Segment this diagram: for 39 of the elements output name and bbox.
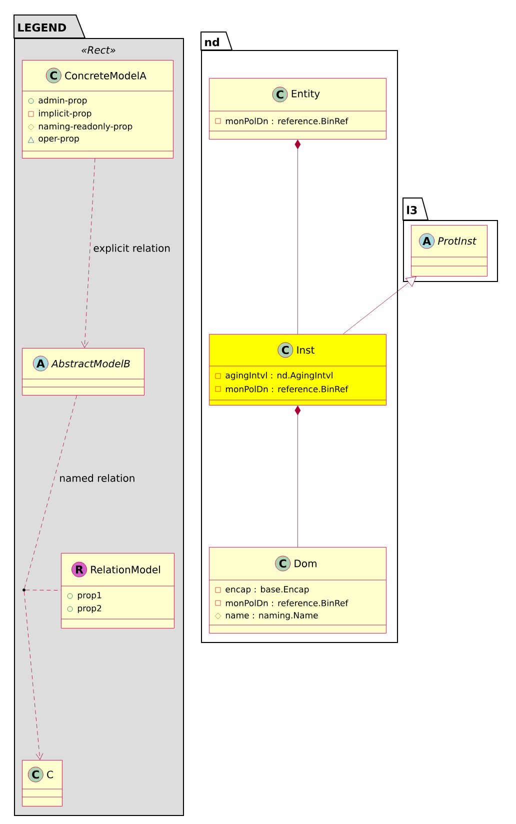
class-name: RelationModel [91, 566, 160, 574]
composition-line [294, 406, 301, 548]
attribute-text: monPolDn : reference.BinRef [226, 386, 348, 392]
attribute-text: implicit-prop [39, 110, 92, 118]
node-label: LEGEND [18, 23, 66, 32]
class-box [208, 334, 386, 406]
node-label: l3 [407, 206, 417, 214]
class-box [60, 553, 174, 628]
class-box [410, 225, 488, 276]
class-name: AbstractModelB [51, 360, 130, 368]
attribute-text: prop2 [78, 604, 102, 614]
class-name: C [47, 770, 53, 778]
attribute-text: admin-prop [38, 96, 87, 106]
arrow [81, 158, 96, 348]
attribute-text: prop1 [78, 592, 102, 600]
edge-label: named relation [58, 473, 136, 483]
class-box [22, 60, 174, 158]
class-name: ProtInst [438, 237, 477, 245]
attribute-text: monPolDn : reference.BinRef [226, 600, 348, 606]
class-name: Inst [297, 346, 314, 354]
attribute-text: oper-prop [38, 136, 79, 144]
edge-label: explicit relation [92, 243, 172, 255]
composition-line [294, 140, 301, 334]
class-name: Dom [294, 560, 316, 568]
class-name: Entity [292, 90, 320, 100]
attribute-text: agingIntvl : nd.AgingIntvl [226, 372, 332, 380]
attribute-text: monPolDn : reference.BinRef [226, 118, 348, 124]
class-box [208, 78, 386, 140]
attribute-text: encap : base.Encap [226, 586, 309, 594]
attribute-text: name : naming.Name [226, 612, 318, 620]
class-box [22, 348, 144, 396]
attribute-text: naming-readonly-prop [38, 122, 132, 132]
class-box [22, 760, 62, 806]
class-box [208, 547, 386, 634]
arrow [24, 592, 44, 760]
connector-line [24, 395, 77, 589]
arrow [342, 276, 416, 334]
node-label: nd [205, 38, 219, 46]
class-name: ConcreteModelA [65, 72, 146, 80]
